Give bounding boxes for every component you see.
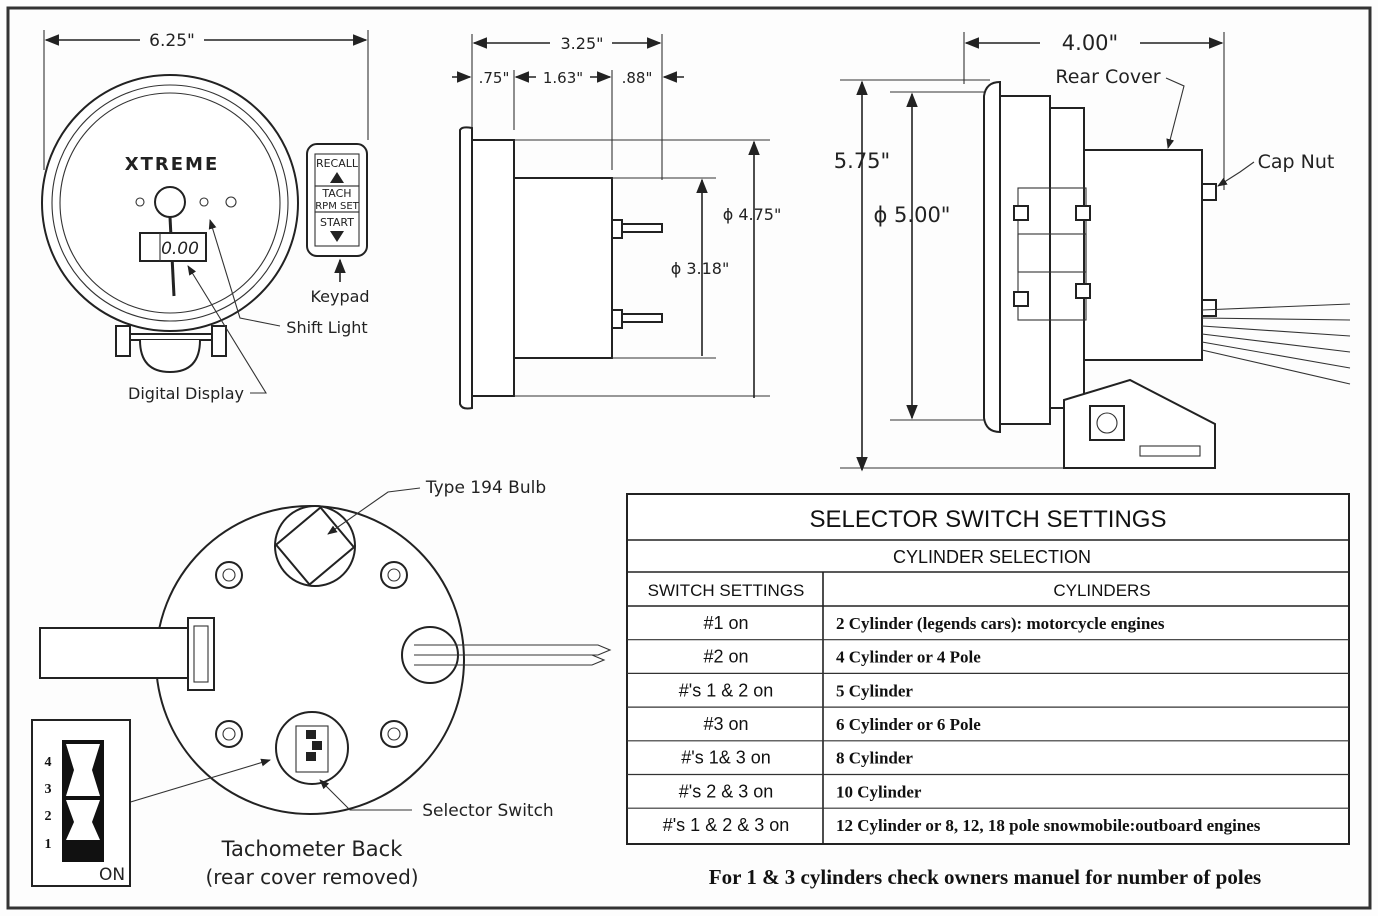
table-row-switch-setting: #'s 1& 3 on — [681, 748, 771, 768]
side-housing — [471, 139, 515, 397]
dip-number-3: 3 — [45, 782, 52, 797]
front-width-label: 6.25" — [149, 31, 195, 51]
column-header-switch: SWITCH SETTINGS — [648, 581, 805, 600]
rear-cover-label: Rear Cover — [1055, 66, 1160, 88]
table-row-cylinders: 10 Cylinder — [836, 782, 922, 801]
side-bezel — [459, 126, 473, 410]
selector-settings-table: SELECTOR SWITCH SETTINGS CYLINDER SELECT… — [626, 493, 1350, 889]
wire-bundle — [1201, 303, 1351, 385]
table-title: SELECTOR SWITCH SETTINGS — [810, 506, 1167, 533]
back-view: Type 194 Bulb Selector Switch Tachometer… — [31, 478, 612, 889]
table-row-switch-setting: #1 on — [703, 613, 748, 633]
bulb-socket — [274, 505, 356, 587]
display-readout: 0.00 — [161, 239, 199, 259]
start-button: START — [320, 216, 354, 229]
rear-bezel — [983, 80, 1001, 434]
digital-display-label: Digital Display — [128, 384, 244, 403]
mounting-post — [39, 627, 191, 679]
tach-button: TACH — [321, 187, 351, 200]
front-view: 6.25" XTREME 0.00 RECALL TACH RPM SET — [41, 30, 370, 403]
selector-switch-label: Selector Switch — [422, 801, 553, 821]
table-row-cylinders: 4 Cylinder or 4 Pole — [836, 648, 981, 667]
diameter-label: ϕ 5.00" — [874, 203, 951, 227]
brand-logo: XTREME — [125, 154, 220, 175]
shift-light-label: Shift Light — [286, 318, 367, 337]
side-seg1-label: .75" — [479, 69, 510, 87]
up-arrow-icon — [330, 172, 344, 183]
cap-nut-label: Cap Nut — [1258, 151, 1335, 173]
recall-button: RECALL — [316, 157, 359, 170]
table-row-cylinders: 6 Cylinder or 6 Pole — [836, 715, 981, 734]
selector-switch — [275, 711, 349, 785]
side-view: 3.25" .75" 1.63" .88" ϕ 4.75" ϕ 3.18" — [452, 34, 782, 410]
cap-nut — [1201, 183, 1217, 201]
keypad-label: Keypad — [310, 287, 369, 306]
side-seg2-label: 1.63" — [543, 69, 583, 87]
shift-light — [154, 186, 186, 218]
depth-label: 4.00" — [1062, 31, 1118, 55]
table-row-switch-setting: #'s 2 & 3 on — [679, 781, 774, 801]
table-row-cylinders: 5 Cylinder — [836, 681, 913, 700]
table-subtitle: CYLINDER SELECTION — [893, 547, 1091, 567]
table-row-switch-setting: #'s 1 & 2 & 3 on — [663, 815, 790, 835]
dip-number-4: 4 — [45, 755, 52, 770]
dip-on-label: ON — [99, 865, 125, 885]
table-row-switch-setting: #'s 1 & 2 on — [679, 680, 774, 700]
keypad: RECALL TACH RPM SET START — [306, 143, 368, 257]
column-header-cylinders: CYLINDERS — [1053, 581, 1150, 600]
table-row-cylinders: 12 Cylinder or 8, 12, 18 pole snowmobile… — [836, 816, 1261, 835]
table-row-switch-setting: #2 on — [703, 647, 748, 667]
dip-number-2: 2 — [45, 809, 52, 824]
back-title: Tachometer Back — [221, 837, 404, 861]
back-wires — [401, 626, 612, 684]
table-note: For 1 & 3 cylinders check owners manuel … — [709, 865, 1261, 889]
side-overall-label: 3.25" — [561, 34, 604, 53]
side-body — [513, 177, 613, 359]
back-subtitle: (rear cover removed) — [205, 865, 418, 889]
down-arrow-icon — [330, 231, 344, 242]
table-row-switch-setting: #3 on — [703, 714, 748, 734]
dip-switch-detail: 4 3 2 1 ON — [31, 719, 131, 887]
bulb-label: Type 194 Bulb — [425, 478, 546, 498]
mounting-bracket — [115, 325, 227, 374]
side-inner-diameter-label: ϕ 3.18" — [671, 259, 730, 278]
side-seg3-label: .88" — [622, 69, 653, 87]
digital-display — [139, 232, 207, 262]
rear-cover — [1083, 149, 1203, 361]
side-outer-diameter-label: ϕ 4.75" — [723, 205, 782, 224]
page-border — [6, 6, 1372, 910]
right-side-view: 4.00" 5.75" ϕ 5.00" Rea — [834, 31, 1351, 472]
mounting-nuts — [215, 561, 408, 748]
table-row-cylinders: 2 Cylinder (legends cars): motorcycle en… — [836, 614, 1165, 633]
rpm-set-button: RPM SET — [315, 201, 359, 212]
table-row-cylinders: 8 Cylinder — [836, 749, 913, 768]
dip-number-1: 1 — [45, 837, 52, 852]
height-label: 5.75" — [834, 149, 890, 173]
